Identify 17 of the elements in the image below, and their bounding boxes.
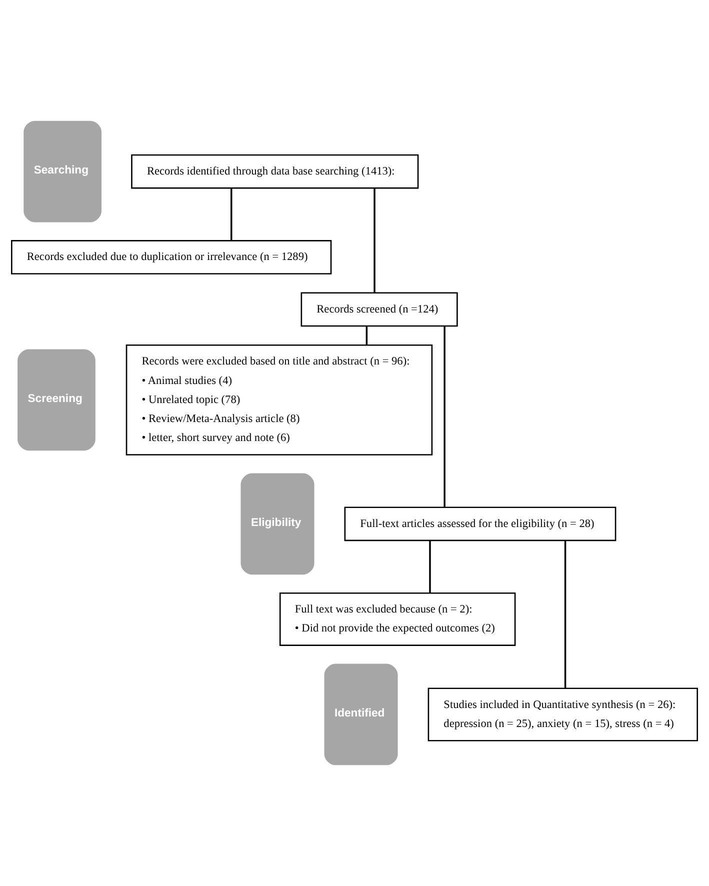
node-box: Records excluded due to duplication or irrelevance (n = 1289)	[11, 240, 332, 274]
node-box: Records were excluded based on title and abstract (n = 96): • Animal studies (4) • Unrelated topic (78) • Review/Meta-Analysis article (8) • letter, short survey and note (6)	[126, 344, 433, 456]
node-box: Records identified through data base searching (1413):	[131, 154, 419, 189]
node-box: Searching	[24, 120, 102, 222]
connector	[366, 326, 368, 345]
node-box: Screening	[18, 349, 96, 451]
node-box: Eligibility	[240, 473, 314, 575]
node-box: Full text was excluded because (n = 2): • Did not provide the expected outcomes (2)	[279, 592, 516, 646]
node-box: Identified	[324, 664, 398, 766]
connector	[230, 188, 232, 241]
connector	[564, 540, 566, 688]
connector	[429, 540, 431, 593]
connector	[444, 326, 446, 508]
node-box: Records screened (n =124)	[300, 292, 458, 327]
connector	[374, 188, 376, 293]
node-box: Studies included in Quantitative synthesis (n = 26): depression (n = 25), anxiety (n = 15), stress (n = 4)	[428, 688, 698, 742]
node-box: Full-text articles assessed for the eligibility (n = 28)	[344, 506, 616, 542]
